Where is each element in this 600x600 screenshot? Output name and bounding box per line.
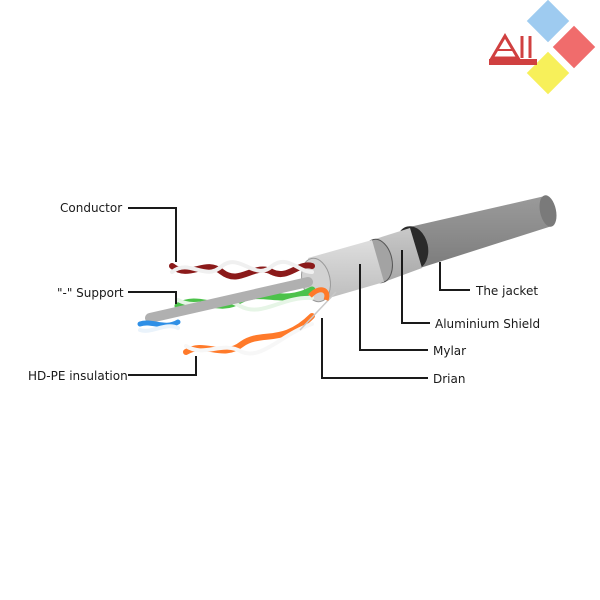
conductor-leader: [128, 207, 177, 262]
label-insulation: HD-PE insulation: [28, 369, 128, 383]
orange-stub: [308, 287, 330, 301]
orange-white-pair: [184, 322, 314, 356]
brand-logo: [0, 0, 600, 110]
label-drain: Drian: [433, 372, 466, 386]
insulation-leader: [128, 356, 197, 376]
label-support: "-" Support: [57, 286, 124, 300]
mylar-leader: [359, 264, 428, 351]
label-jacket: The jacket: [476, 284, 539, 298]
label-mylar: Mylar: [433, 344, 467, 358]
orange-pair: [183, 313, 315, 355]
blue-pair: [137, 319, 181, 328]
twisted-pairs: [137, 259, 337, 356]
blue-white-pair: [138, 324, 180, 333]
drain-wire: [299, 291, 337, 331]
brown-white-pair: [170, 259, 314, 274]
callout-lines: [128, 207, 470, 379]
shield-leader: [401, 250, 430, 324]
drain-leader: [321, 318, 428, 379]
jacket-leader: [439, 262, 470, 291]
label-aluminium-shield: Aluminium Shield: [435, 317, 541, 331]
label-conductor: Conductor: [60, 201, 123, 215]
support-leader: [128, 291, 177, 304]
support-bar: [145, 277, 313, 323]
logo-wordmark: [489, 33, 537, 65]
